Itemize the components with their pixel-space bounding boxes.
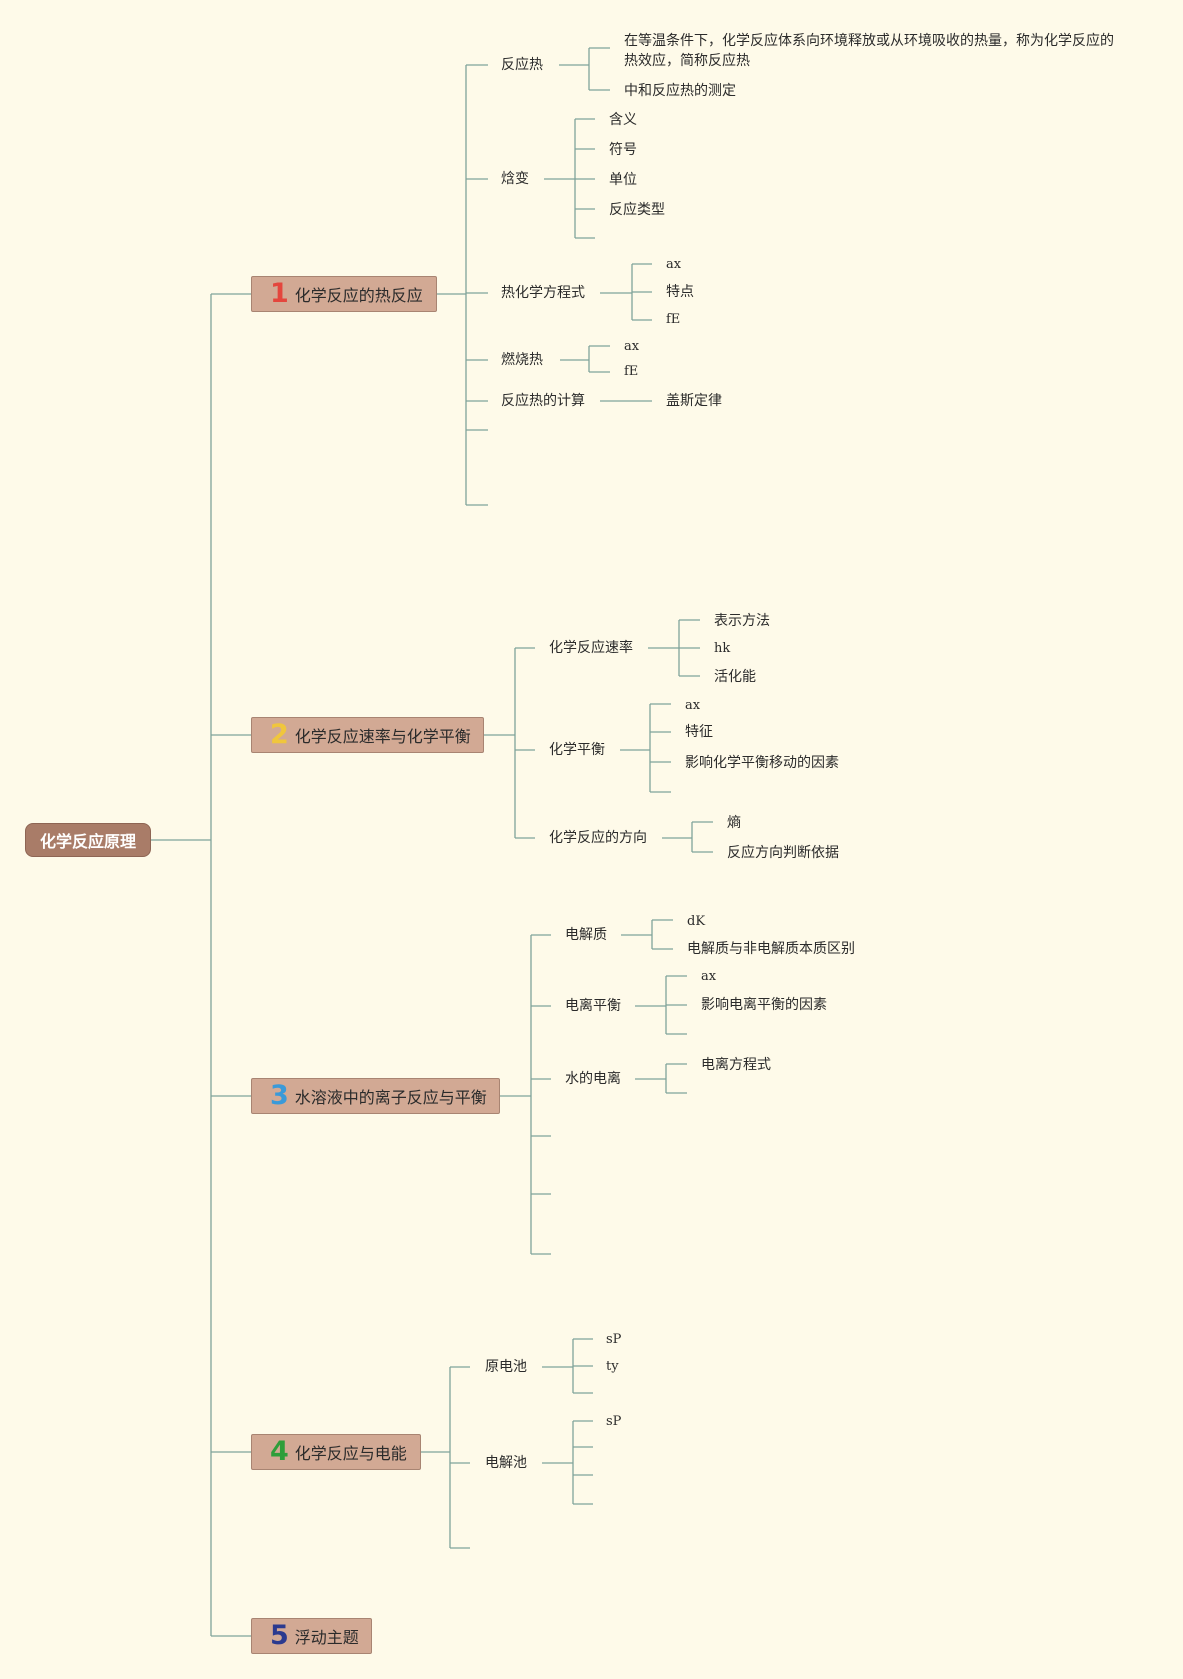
root-node[interactable]: 化学反应原理 [25,823,151,857]
leaf-node[interactable]: 活化能 [714,669,756,685]
leaf-node[interactable]: 反应方向判断依据 [727,845,839,861]
topic-node-5[interactable]: 5 浮动主题 [251,1618,372,1654]
leaf-node[interactable]: 符号 [609,142,637,158]
leaf-node[interactable]: 盖斯定律 [666,393,722,409]
leaf-node[interactable]: 影响电离平衡的因素 [701,997,827,1013]
subtopic-node[interactable]: 化学平衡 [549,742,605,758]
subtopic-node[interactable]: 反应热的计算 [501,393,585,409]
leaf-node[interactable]: ax [701,969,717,984]
topic-label: 化学反应速率与化学平衡 [294,727,471,746]
subtopic-node[interactable]: 化学反应速率 [549,640,633,656]
subtopic-node[interactable]: 水的电离 [565,1071,621,1087]
leaf-node[interactable]: 影响化学平衡移动的因素 [685,755,839,771]
leaf-node[interactable]: ax [624,339,640,354]
topic-label: 化学反应的热反应 [294,286,423,305]
topic-node-3[interactable]: 3 水溶液中的离子反应与平衡 [251,1078,500,1114]
leaf-node[interactable]: ty [606,1359,619,1374]
subtopic-node[interactable]: 电离平衡 [565,998,621,1014]
topic-number: 1 [270,278,289,309]
leaf-node[interactable]: sP [606,1332,622,1347]
leaf-node[interactable]: 电离方程式 [701,1057,771,1073]
leaf-node[interactable]: fE [624,364,639,379]
topic-label: 化学反应与电能 [294,1444,407,1463]
leaf-node[interactable]: 含义 [609,112,637,128]
subtopic-node[interactable]: 热化学方程式 [501,285,585,301]
topic-label: 水溶液中的离子反应与平衡 [294,1088,487,1107]
topic-number: 4 [270,1436,289,1467]
leaf-node[interactable]: ax [666,257,682,272]
topic-node-1[interactable]: 1 化学反应的热反应 [251,276,437,312]
topic-node-2[interactable]: 2 化学反应速率与化学平衡 [251,717,484,753]
leaf-node[interactable]: 在等温条件下，化学反应体系向环境释放或从环境吸收的热量，称为化学反应的热效应，简… [624,33,1114,69]
leaf-node[interactable]: 特征 [685,724,713,740]
subtopic-node[interactable]: 焓变 [501,171,529,187]
leaf-node[interactable]: 中和反应热的测定 [624,83,736,99]
leaf-node[interactable]: fE [666,312,681,327]
subtopic-node[interactable]: 燃烧热 [501,352,543,368]
subtopic-node[interactable]: 电解池 [485,1455,527,1471]
leaf-node[interactable]: 特点 [666,284,694,300]
topic-label: 浮动主题 [294,1628,359,1647]
leaf-node[interactable]: dK [687,914,706,929]
leaf-node[interactable]: sP [606,1414,622,1429]
leaf-node[interactable]: 熵 [727,815,741,831]
leaf-node[interactable]: 电解质与非电解质本质区别 [687,941,855,957]
topic-number: 5 [270,1620,289,1651]
subtopic-node[interactable]: 原电池 [485,1359,527,1375]
subtopic-node[interactable]: 电解质 [565,927,607,943]
leaf-node[interactable]: ax [685,698,701,713]
subtopic-node[interactable]: 化学反应的方向 [549,830,647,846]
topic-node-4[interactable]: 4 化学反应与电能 [251,1434,421,1470]
leaf-node[interactable]: 表示方法 [714,613,770,629]
subtopic-node[interactable]: 反应热 [501,57,543,73]
topic-number: 3 [270,1080,289,1111]
leaf-node[interactable]: 单位 [609,172,637,188]
topic-number: 2 [270,719,289,750]
leaf-node[interactable]: hk [714,641,731,656]
leaf-node[interactable]: 反应类型 [609,202,665,218]
